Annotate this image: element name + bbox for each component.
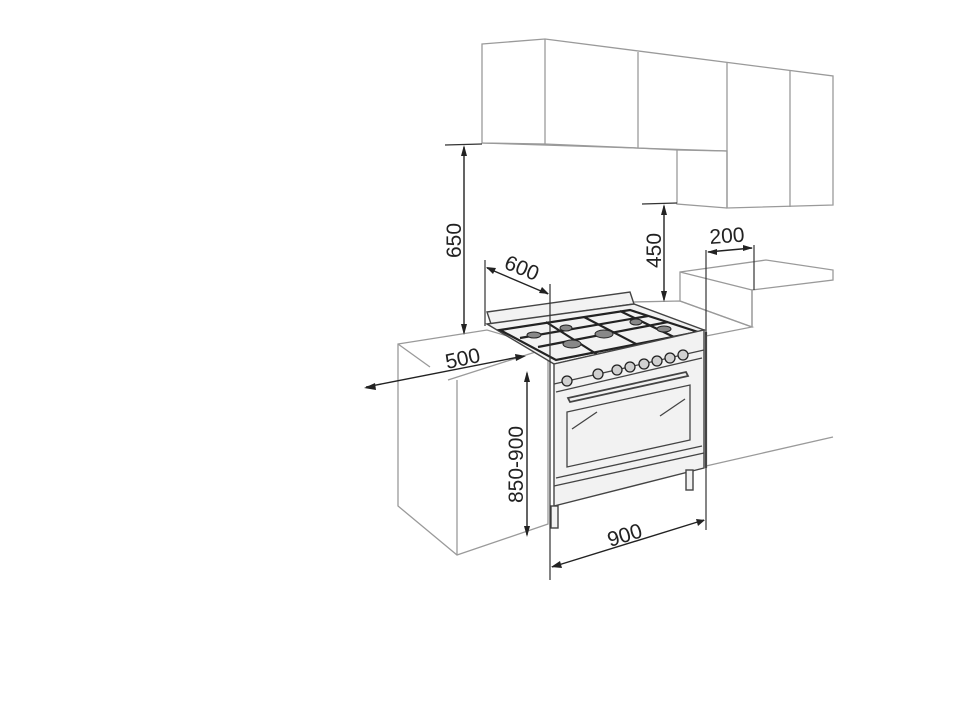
stove-foot [550, 505, 559, 529]
burners [526, 318, 672, 349]
worktop [632, 300, 834, 467]
knob-icon [651, 355, 663, 367]
drawer-top [553, 452, 705, 487]
label-650: 650 [443, 223, 466, 258]
knob-icon [677, 349, 689, 361]
burner-icon [629, 318, 643, 326]
oven-window [566, 384, 691, 468]
knob-icon [592, 368, 604, 380]
label-850-900: 850-900 [505, 426, 528, 503]
side-cabinet [679, 259, 834, 328]
burner-icon [559, 324, 573, 332]
label-450: 450 [643, 233, 666, 268]
label-900: 900 [605, 520, 645, 552]
label-200: 200 [709, 224, 746, 249]
dimension-450: 450 [641, 202, 678, 302]
stove-foot [685, 469, 694, 491]
burner-icon [562, 339, 582, 349]
range-cooker [484, 291, 708, 529]
dimension-650: 650 [443, 143, 483, 335]
knob-icon [561, 375, 573, 387]
dimension-900: 900 [551, 468, 707, 568]
knob-icon [664, 352, 676, 364]
dimension-850-900: 850-900 [505, 371, 530, 537]
burner-icon [594, 329, 614, 339]
knob-icon [624, 361, 636, 373]
oven-handle [566, 370, 690, 404]
burner-icon [656, 325, 672, 333]
burner-icon [526, 331, 542, 339]
dimension-200: 200 [705, 224, 755, 335]
base-unit [397, 329, 549, 556]
knob-icon [638, 358, 650, 370]
knob-icon [611, 364, 623, 376]
upper-cabinets [481, 38, 834, 209]
label-600: 600 [501, 251, 542, 285]
control-knobs [561, 349, 689, 387]
